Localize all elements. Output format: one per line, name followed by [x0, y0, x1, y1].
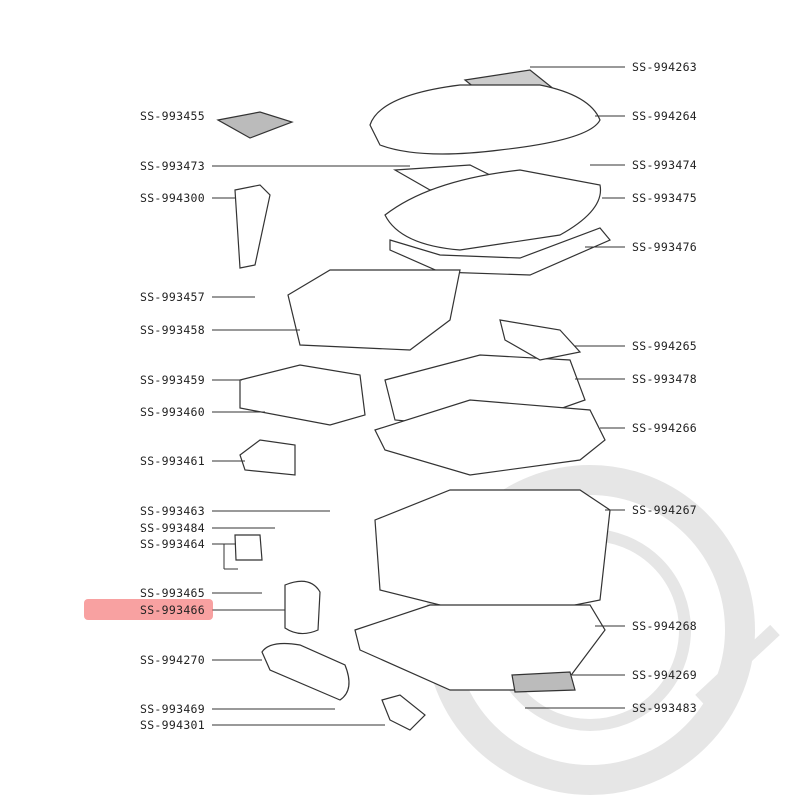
part-label[interactable]: SS-993455: [139, 109, 205, 123]
part-label[interactable]: SS-993465: [139, 586, 205, 600]
leader-lines: [212, 66, 625, 726]
highlighted-part-marker: [84, 599, 213, 620]
part-label[interactable]: SS-993460: [139, 405, 205, 419]
part-label[interactable]: SS-994300: [139, 191, 205, 205]
part-label-highlighted[interactable]: SS-993466: [139, 603, 205, 617]
part-label[interactable]: SS-993458: [139, 323, 205, 337]
part-label[interactable]: SS-993475: [632, 191, 698, 205]
part-label[interactable]: SS-993474: [632, 158, 698, 172]
part-label[interactable]: SS-993476: [632, 240, 698, 254]
part-label[interactable]: SS-993483: [632, 701, 698, 715]
part-label[interactable]: SS-993457: [139, 290, 205, 304]
part-label[interactable]: SS-993461: [139, 454, 205, 468]
part-label[interactable]: SS-994264: [632, 109, 698, 123]
part-label[interactable]: SS-994301: [139, 718, 205, 732]
part-label[interactable]: SS-993459: [139, 373, 205, 387]
part-label[interactable]: SS-993463: [139, 504, 205, 518]
part-label[interactable]: SS-994268: [632, 619, 698, 633]
part-label[interactable]: SS-994270: [139, 653, 205, 667]
part-label[interactable]: SS-993478: [632, 372, 698, 386]
part-label[interactable]: SS-993473: [139, 159, 205, 173]
part-label[interactable]: SS-994265: [632, 339, 698, 353]
part-label[interactable]: SS-994263: [632, 60, 698, 74]
part-outlines: [216, 69, 611, 731]
part-label[interactable]: SS-994269: [632, 668, 698, 682]
part-label[interactable]: SS-993484: [139, 521, 205, 535]
part-label[interactable]: SS-993469: [139, 702, 205, 716]
part-label[interactable]: SS-994267: [632, 503, 698, 517]
part-label[interactable]: SS-993464: [139, 537, 205, 551]
part-label[interactable]: SS-994266: [632, 421, 698, 435]
